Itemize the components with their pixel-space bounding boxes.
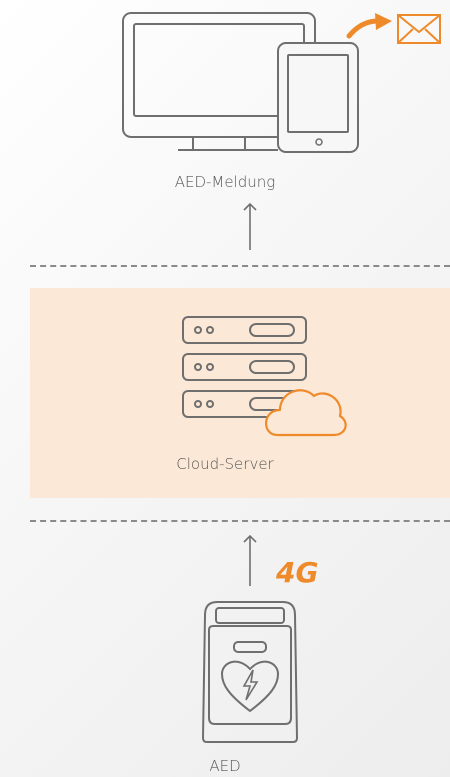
aed-label: AED [209, 757, 241, 775]
tablet-icon [277, 42, 359, 153]
heart-lightning-icon [220, 660, 280, 713]
cloud-icon [265, 389, 347, 437]
devices-label: AED-Meldung [174, 173, 276, 191]
server-label: Cloud-Server [176, 455, 274, 473]
aed-device-icon [202, 601, 298, 743]
divider-bottom [30, 520, 450, 522]
connection-4g-label: 4G [276, 556, 319, 589]
up-arrow-icon [243, 534, 257, 586]
cloud-server-band [30, 288, 450, 498]
mail-arrow-icon [346, 13, 441, 44]
devices-illustration [122, 12, 441, 153]
server-cloud-icon [182, 316, 347, 437]
divider-top [30, 265, 450, 267]
up-arrow-icon [243, 202, 257, 250]
server-rack-icon [182, 316, 307, 418]
